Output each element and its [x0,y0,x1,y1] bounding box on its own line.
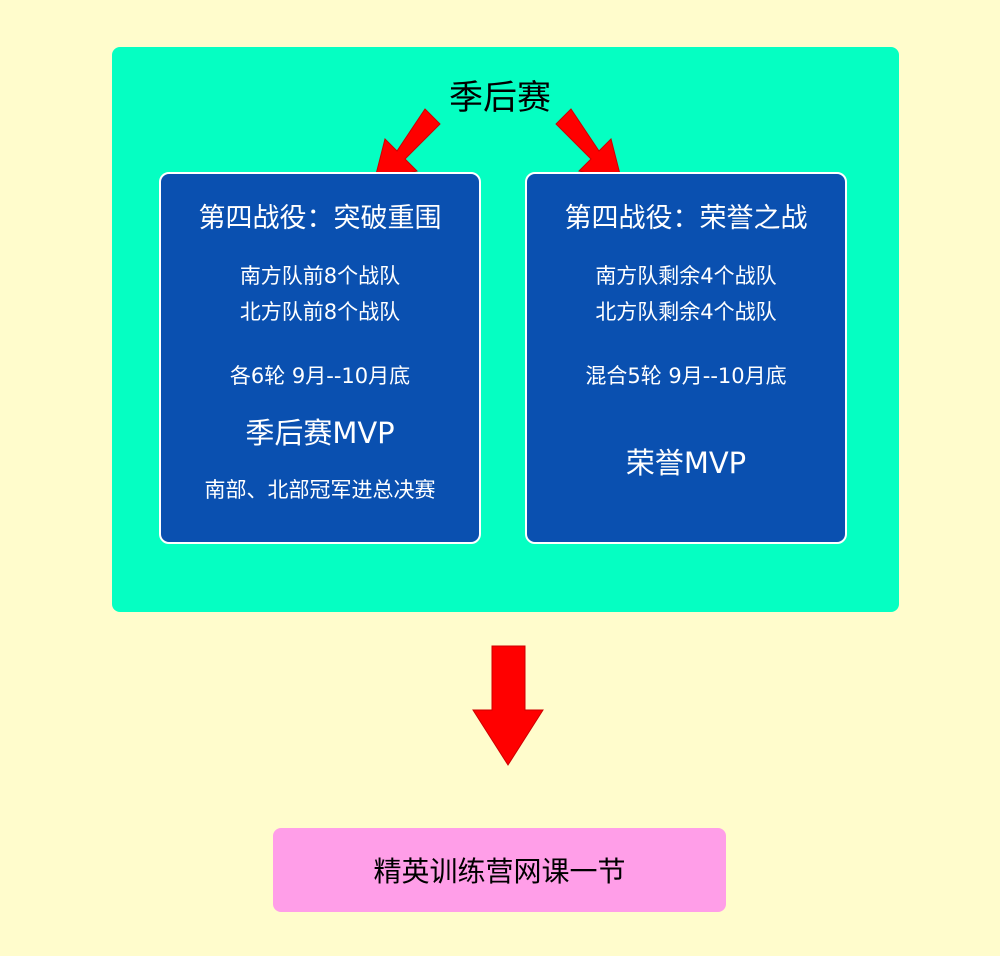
right-campaign-box: 第四战役：荣誉之战 南方队剩余4个战队 北方队剩余4个战队 混合5轮 9月--1… [525,172,847,544]
playoffs-title: 季后赛 [449,78,551,118]
right-line-1: 南方队剩余4个战队 [595,264,777,288]
left-heading: 第四战役：突破重围 [198,203,442,234]
left-mvp: 季后赛MVP [245,416,395,450]
bottom-reward-label: 精英训练营网课一节 [373,855,626,888]
down-arrow-icon [472,645,544,766]
left-line-3: 各6轮 9月--10月底 [229,364,411,388]
left-line-4: 南部、北部冠军进总决赛 [204,478,436,502]
right-line-2: 北方队剩余4个战队 [595,300,777,324]
bottom-reward-box: 精英训练营网课一节 [273,828,726,912]
left-line-1: 南方队前8个战队 [239,264,401,288]
left-campaign-box: 第四战役：突破重围 南方队前8个战队 北方队前8个战队 各6轮 9月--10月底… [159,172,481,544]
right-heading: 第四战役：荣誉之战 [564,203,808,234]
left-line-2: 北方队前8个战队 [239,300,401,324]
right-line-3: 混合5轮 9月--10月底 [585,364,787,388]
right-mvp: 荣誉MVP [625,446,747,480]
